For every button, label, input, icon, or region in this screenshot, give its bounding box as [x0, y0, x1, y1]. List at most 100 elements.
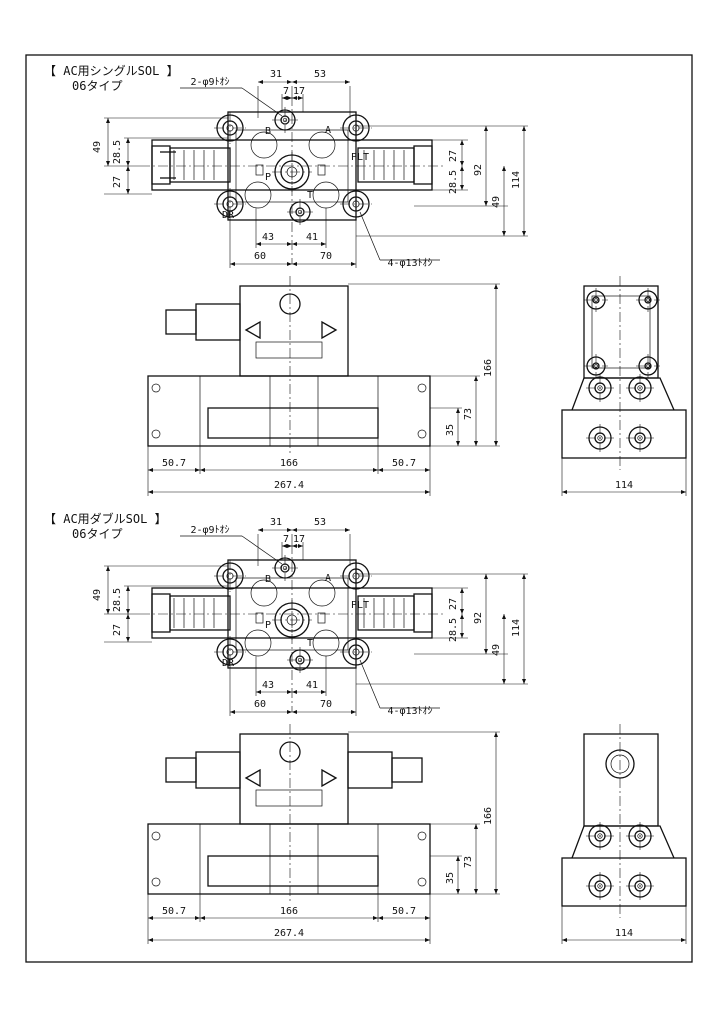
side-view: 114 [561, 724, 687, 944]
port-a-circle [308, 131, 336, 159]
dim-60: 60 [254, 699, 266, 710]
side-hole-inner [597, 883, 603, 889]
callout-2-phi9-holes: 2-φ9ﾄｵｼ [190, 76, 229, 88]
subplate-bolt [151, 877, 161, 887]
left-solenoid-coil [195, 303, 241, 341]
port-t-circle [312, 629, 340, 657]
left-solenoid-connector [165, 757, 197, 783]
right-solenoid-body [357, 147, 415, 183]
port-label-t: T [307, 190, 313, 201]
subplate-inner [207, 407, 379, 439]
side-pilot-body [583, 733, 659, 827]
arrow-right-marker [321, 768, 338, 788]
subplate-bolt [151, 831, 161, 841]
dim-50-7-left: 50.7 [162, 906, 186, 917]
side-cover-bolt-inner [646, 364, 650, 368]
dim-50-7-left: 50.7 [162, 458, 186, 469]
port-t-circle [312, 181, 340, 209]
subplate-bolt [151, 383, 161, 393]
pilot-body-outline [239, 285, 349, 377]
port-label-dr: DR [222, 210, 235, 221]
nameplate-slot [255, 789, 323, 807]
port-label-plt: PLT [351, 152, 369, 163]
nameplate-slot [255, 341, 323, 359]
port-dr-circle [244, 629, 272, 657]
port-label-b: B [265, 126, 271, 137]
drawing-frame [25, 54, 693, 963]
dim-left-27: 27 [112, 176, 123, 188]
left-end-cap [151, 593, 171, 633]
side-cover-plate [591, 295, 651, 369]
dim-left-28-5: 28.5 [112, 588, 123, 612]
dim-front-166: 166 [483, 359, 494, 377]
right-end-cap [413, 145, 433, 185]
dim-31: 31 [270, 69, 282, 80]
dim-side-114: 114 [615, 480, 633, 491]
side-cover-bolt-inner [646, 298, 650, 302]
dim-41: 41 [306, 680, 318, 691]
left-solenoid-connector [165, 309, 197, 335]
arrow-right-marker [321, 320, 338, 340]
dim-side-114: 114 [615, 928, 633, 939]
side-pilot-body [583, 285, 659, 379]
subplate-outline [147, 823, 431, 895]
dim-right-114: 114 [511, 171, 522, 189]
dim-front-166: 166 [483, 807, 494, 825]
side-hole-inner [597, 833, 603, 839]
side-view: 114 [561, 276, 687, 496]
slot-right [317, 164, 326, 176]
port-label-a: A [325, 573, 331, 584]
dim-front-35: 35 [445, 424, 456, 436]
slot-left [255, 164, 264, 176]
dim-right-27: 27 [448, 150, 459, 162]
pilot-body-outline [239, 733, 349, 825]
side-hole-inner [597, 435, 603, 441]
dim-front-73: 73 [463, 856, 474, 868]
dim-right-28-5: 28.5 [448, 170, 459, 194]
dim-43: 43 [262, 232, 274, 243]
dim-right-28-5: 28.5 [448, 618, 459, 642]
side-taper-outline [571, 377, 675, 411]
subplate-bolt [151, 429, 161, 439]
section-subtitle: 06タイプ [72, 79, 122, 93]
dim-50-7-right: 50.7 [392, 458, 416, 469]
port-a-circle [308, 579, 336, 607]
port-label-b: B [265, 574, 271, 585]
port-label-plt: PLT [351, 600, 369, 611]
dim-60: 60 [254, 251, 266, 262]
right-end-cap [413, 593, 433, 633]
dim-7: 7 [283, 86, 289, 97]
subplate-outline [147, 375, 431, 447]
port-b-circle [250, 131, 278, 159]
callout-4-phi13-holes: 4-φ13ﾄｵｼ [387, 705, 432, 717]
dim-right-27: 27 [448, 598, 459, 610]
callout-4-phi13-holes: 4-φ13ﾄｵｼ [387, 257, 432, 269]
slot-left [255, 612, 264, 624]
left-solenoid-body [169, 595, 231, 631]
dim-left-49: 49 [92, 141, 103, 153]
dim-70: 70 [320, 251, 332, 262]
dim-right-49: 49 [491, 196, 502, 208]
dim-166: 166 [280, 906, 298, 917]
section-subtitle: 06タイプ [72, 527, 122, 541]
dim-right-49: 49 [491, 644, 502, 656]
dim-50-7-right: 50.7 [392, 906, 416, 917]
dim-41: 41 [306, 232, 318, 243]
side-subplate-outline [561, 857, 687, 907]
dim-267-4: 267.4 [274, 928, 304, 939]
dim-70: 70 [320, 699, 332, 710]
dim-left-28-5: 28.5 [112, 140, 123, 164]
dim-right-114: 114 [511, 619, 522, 637]
subplate-inner [207, 855, 379, 887]
left-solenoid-body [169, 147, 231, 183]
side-cover-bolt-inner [594, 364, 598, 368]
side-hole-inner [637, 385, 643, 391]
dim-17: 17 [293, 534, 305, 545]
section-title: 【 AC用シングルSOL 】 [44, 64, 179, 78]
slot-right [317, 612, 326, 624]
